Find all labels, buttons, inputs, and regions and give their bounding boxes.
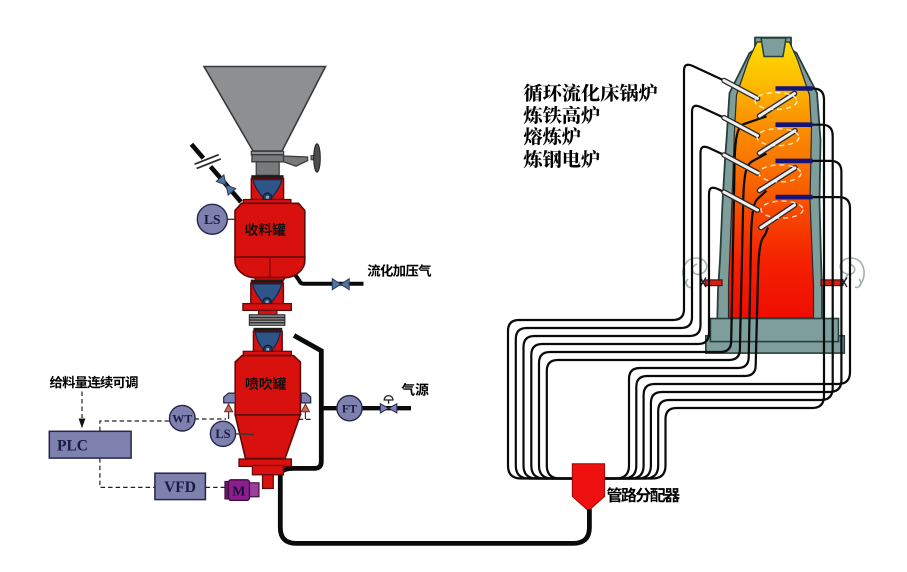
svg-text:LS: LS (204, 212, 221, 227)
svg-text:FT: FT (342, 401, 357, 415)
svg-text:WT: WT (172, 411, 192, 425)
svg-text:VFD: VFD (164, 479, 196, 496)
svg-text:M: M (232, 485, 245, 500)
svg-text:PLC: PLC (57, 438, 88, 455)
svg-text:LS: LS (215, 427, 230, 441)
